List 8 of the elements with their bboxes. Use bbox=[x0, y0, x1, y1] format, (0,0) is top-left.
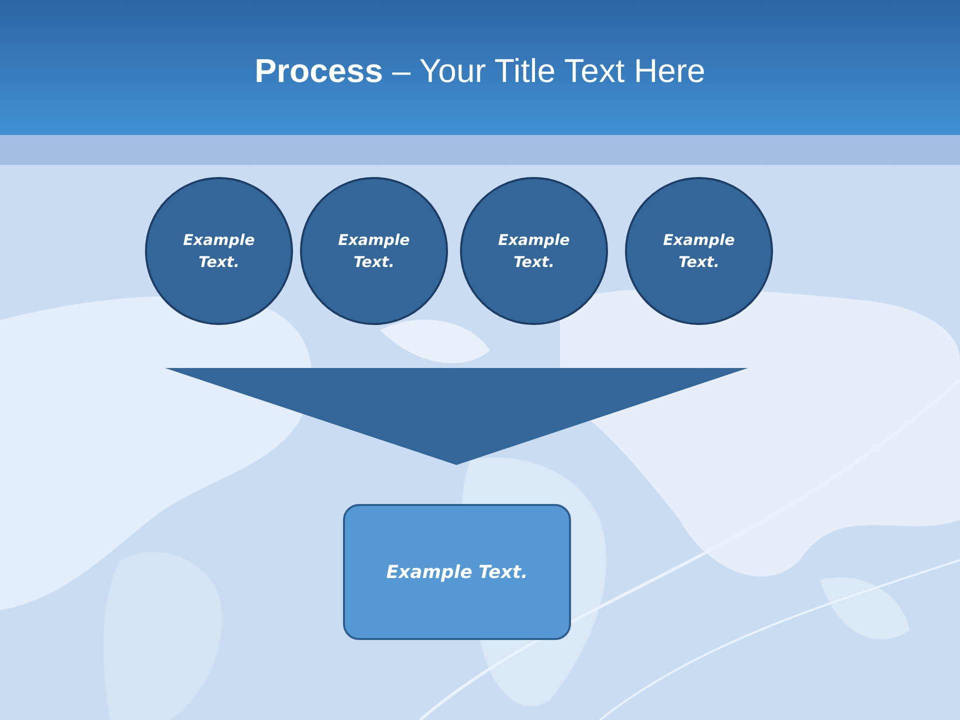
node-text: Example Text. bbox=[337, 230, 411, 273]
funnel-triangle bbox=[165, 368, 748, 465]
node-text: Example Text. bbox=[182, 230, 256, 273]
node-text: Example Text. bbox=[662, 230, 736, 273]
node-text: Example Text. bbox=[386, 560, 528, 584]
node-text: Example Text. bbox=[497, 230, 571, 273]
result-box bbox=[343, 504, 571, 640]
title: Process – Your Title Text Here bbox=[254, 52, 706, 90]
